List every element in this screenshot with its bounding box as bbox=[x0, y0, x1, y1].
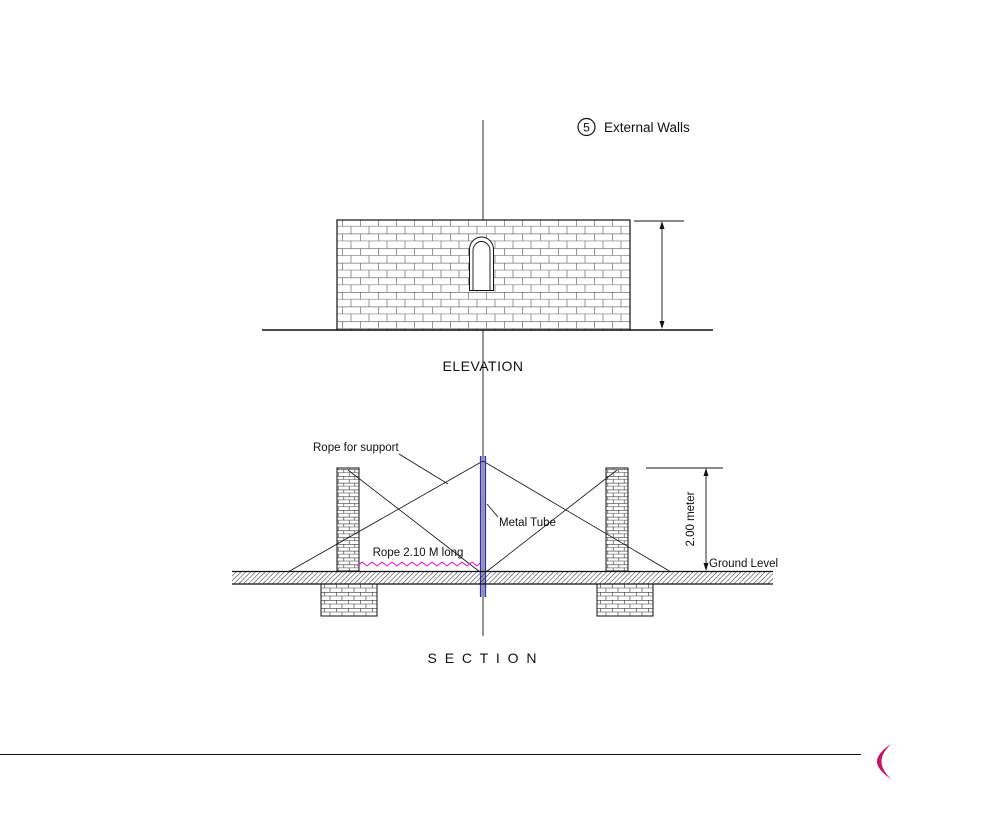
section-group: Rope for support Metal Tube Rope 2.10 M … bbox=[232, 442, 778, 666]
window-outer-arch bbox=[469, 236, 494, 291]
section-title: S E C T I O N bbox=[427, 650, 538, 666]
rope-right-inner bbox=[485, 469, 618, 573]
rope-zigzag bbox=[356, 561, 481, 567]
section-dim-arrow-top bbox=[703, 468, 709, 476]
rope-length-label: Rope 2.10 M long bbox=[373, 547, 464, 559]
elevation-window bbox=[469, 236, 494, 291]
rope-left-inner bbox=[347, 469, 481, 573]
elevation-dimension bbox=[634, 220, 684, 329]
metal-tube-label: Metal Tube bbox=[499, 517, 556, 529]
elevation-group: ELEVATION bbox=[262, 219, 713, 374]
rope-right-outer bbox=[482, 460, 672, 573]
window-inner-arch bbox=[472, 241, 491, 291]
detail-label: External Walls bbox=[604, 120, 690, 135]
section-dim-arrow-bottom bbox=[703, 563, 709, 571]
section-right-column bbox=[605, 467, 629, 572]
section-left-column bbox=[336, 467, 360, 572]
metal-tube-leader bbox=[486, 503, 499, 518]
crescent-icon bbox=[877, 744, 891, 779]
dimension-label: 2.00 meter bbox=[685, 491, 697, 546]
ground-band bbox=[232, 570, 773, 585]
section-dimension: 2.00 meter bbox=[646, 467, 723, 571]
rope-left-outer bbox=[287, 460, 484, 573]
detail-number: 5 bbox=[583, 121, 590, 135]
detail-marker: 5 External Walls bbox=[577, 117, 690, 137]
detail-circle bbox=[577, 117, 596, 137]
foundation-left bbox=[320, 583, 378, 617]
elevation-dim-arrow-bottom bbox=[659, 321, 665, 329]
elevation-dim-arrow-top bbox=[659, 221, 665, 229]
ground-level-label: Ground Level bbox=[709, 558, 778, 570]
ground-hatch bbox=[232, 571, 773, 584]
elevation-title: ELEVATION bbox=[442, 358, 523, 374]
foundation-right bbox=[596, 583, 654, 617]
rope-support-label: Rope for support bbox=[313, 442, 399, 454]
rope-support-leader bbox=[398, 453, 449, 485]
